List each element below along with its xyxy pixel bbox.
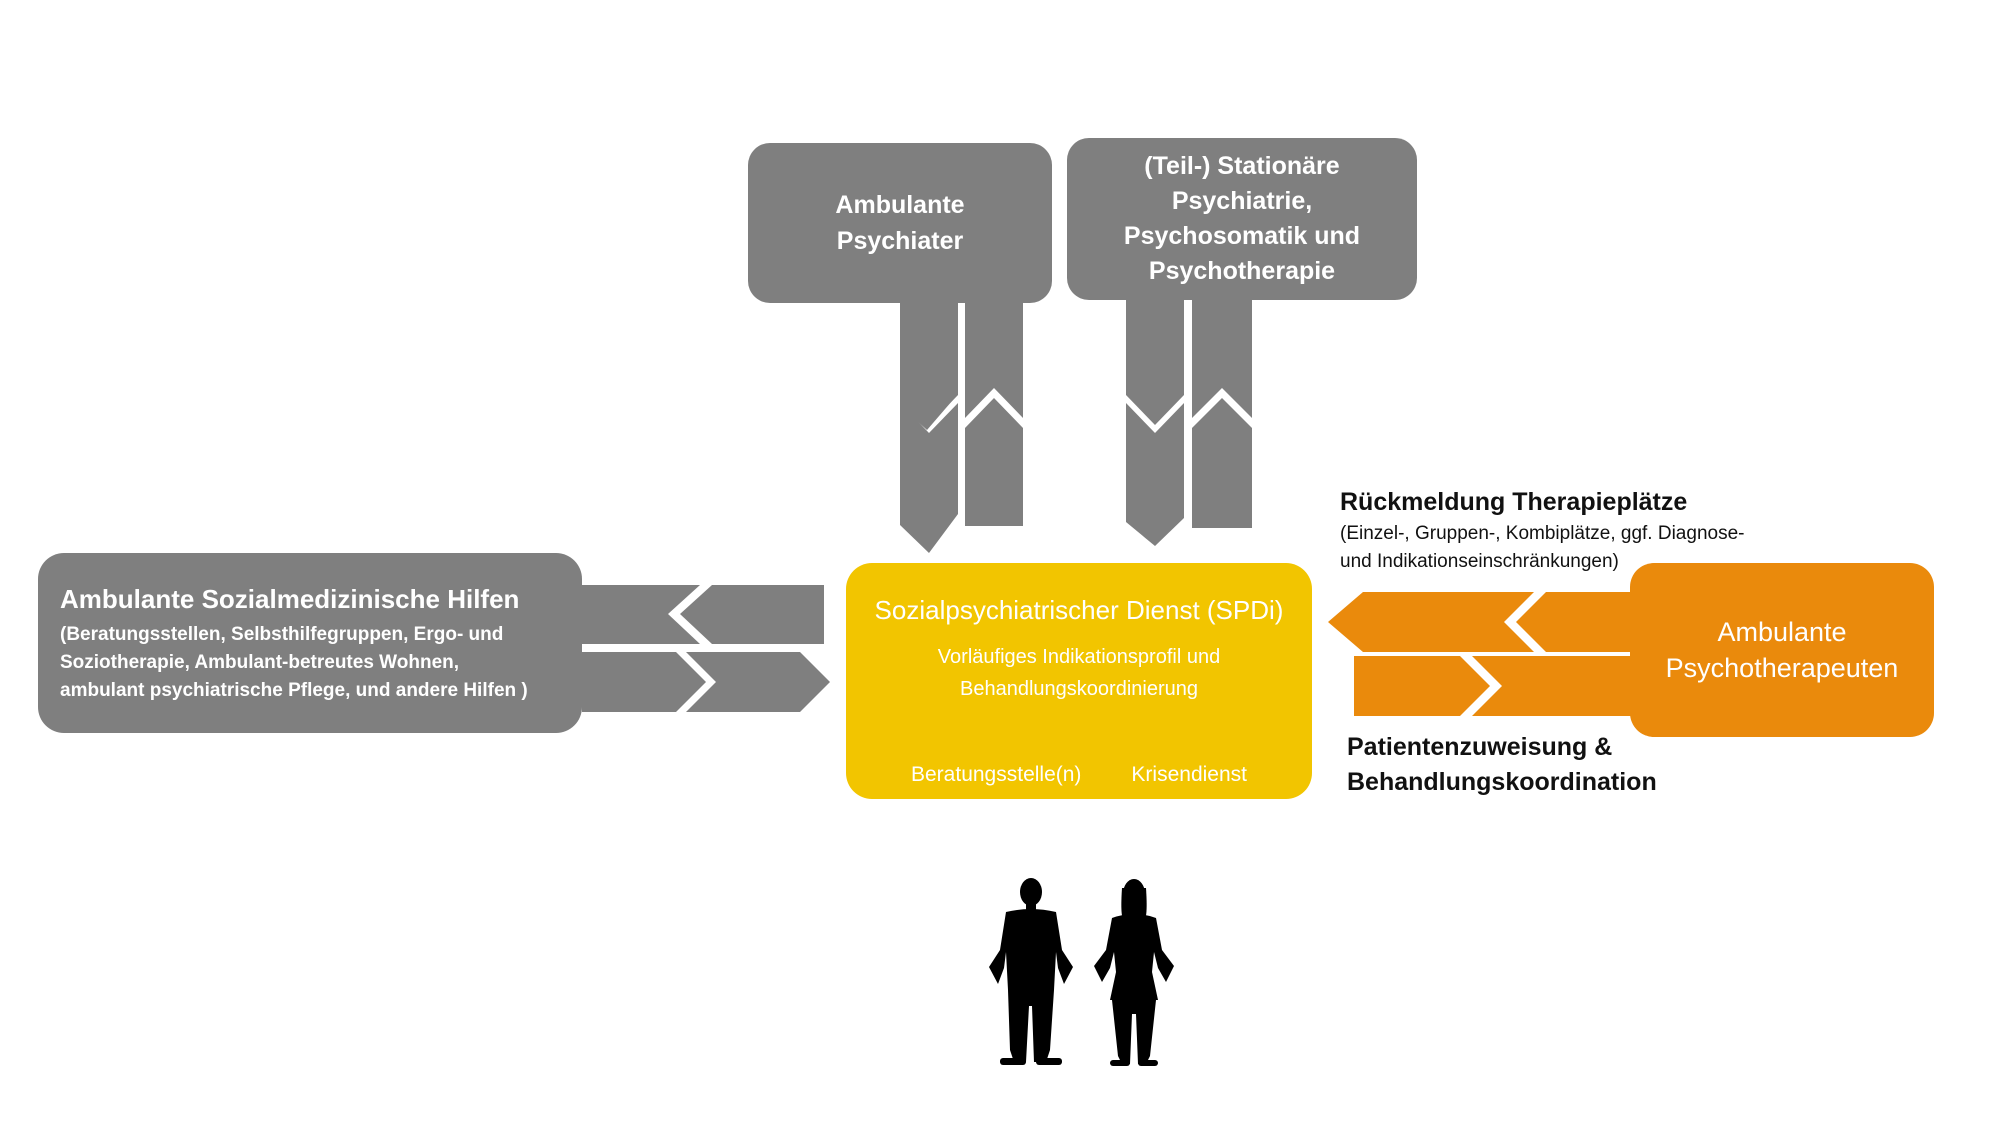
arrow-psychotherapeuten-to-spdi-tail bbox=[1516, 592, 1632, 652]
box-desc-line: (Beratungsstellen, Selbsthilfegruppen, E… bbox=[60, 624, 504, 645]
arrow-spdi-to-psychotherapeuten bbox=[1354, 656, 1490, 716]
arrow-sozialmed-to-spdi-head bbox=[686, 652, 830, 712]
box-line: Psychosomatik und bbox=[1123, 222, 1361, 250]
beratungsstellen-label: Beratungsstelle(n) bbox=[911, 763, 1082, 786]
arrow-psychiater-down-head bbox=[900, 403, 958, 553]
box-line: Psychiatrie, bbox=[1171, 187, 1313, 215]
sozialmedizinische-hilfen-box: Ambulante Sozialmedizinische Hilfen (Ber… bbox=[38, 553, 582, 733]
arrow-sozialmed-to-spdi bbox=[582, 652, 706, 712]
spdi-box: Sozialpsychiatrischer Dienst (SPDi) Vorl… bbox=[846, 563, 1312, 799]
arrow-stationaer-down bbox=[1126, 300, 1184, 425]
spdi-subtitle-line: Behandlungskoordinierung bbox=[960, 678, 1198, 700]
box-line: Psychotherapeuten bbox=[1665, 653, 1899, 683]
arrow-spdi-to-sozialmed-tail bbox=[680, 585, 824, 644]
arrow-psychiater-down bbox=[900, 303, 958, 425]
box-line: Psychotherapie bbox=[1148, 257, 1336, 285]
zuweisung-line: Behandlungskoordination bbox=[1347, 768, 1657, 796]
rueckmeldung-desc-line: und Indikationseinschränkungen) bbox=[1340, 551, 1619, 572]
man-silhouette-icon bbox=[989, 878, 1073, 1065]
arrow-spdi-to-sozialmed bbox=[582, 585, 700, 644]
arrow-stationaer-up-body bbox=[1192, 398, 1252, 528]
zuweisung-line: Patientenzuweisung & bbox=[1347, 733, 1613, 761]
box-title: Ambulante Sozialmedizinische Hilfen bbox=[60, 584, 520, 614]
rueckmeldung-desc-line: (Einzel-, Gruppen-, Kombiplätze, ggf. Di… bbox=[1340, 523, 1745, 544]
spdi-title: Sozialpsychiatrischer Dienst (SPDi) bbox=[874, 595, 1284, 625]
rueckmeldung-title: Rückmeldung Therapieplätze bbox=[1340, 488, 1688, 516]
box-line: (Teil-) Stationäre bbox=[1144, 152, 1340, 180]
ambulante-psychotherapeuten-box: Ambulante Psychotherapeuten bbox=[1630, 563, 1934, 737]
box-line: Ambulante bbox=[835, 191, 965, 219]
arrow-stationaer-down-head bbox=[1126, 403, 1184, 546]
spdi-footer: Beratungsstelle(n) Krisendienst bbox=[846, 763, 1312, 787]
krisendienst-label: Krisendienst bbox=[1131, 763, 1247, 786]
arrow-stationaer-up bbox=[1192, 300, 1252, 418]
arrow-psychotherapeuten-to-spdi bbox=[1328, 592, 1534, 652]
woman-silhouette-icon bbox=[1094, 879, 1174, 1066]
spdi-subtitle: Vorläufiges Indikationsprofil und Behand… bbox=[938, 641, 1220, 705]
patientenzuweisung-label: Patientenzuweisung & Behandlungskoordina… bbox=[1347, 730, 1657, 800]
ambulante-psychiater-box: Ambulante Psychiater bbox=[748, 143, 1052, 303]
box-line: Psychiater bbox=[836, 227, 964, 255]
box-desc-line: ambulant psychiatrische Pflege, und ande… bbox=[60, 680, 528, 701]
stationaere-psychiatrie-box: (Teil-) Stationäre Psychiatrie, Psychoso… bbox=[1067, 138, 1417, 300]
arrow-psychiater-up bbox=[965, 303, 1023, 418]
box-desc-line: Soziotherapie, Ambulant-betreutes Wohnen… bbox=[60, 652, 460, 673]
spdi-subtitle-line: Vorläufiges Indikationsprofil und bbox=[937, 646, 1221, 668]
rueckmeldung-label: Rückmeldung Therapieplätze (Einzel-, Gru… bbox=[1340, 484, 1744, 576]
box-line: Ambulante bbox=[1717, 617, 1847, 647]
arrow-psychiater-up-body bbox=[965, 398, 1023, 526]
arrow-spdi-to-psychotherapeuten-head bbox=[1472, 656, 1632, 716]
